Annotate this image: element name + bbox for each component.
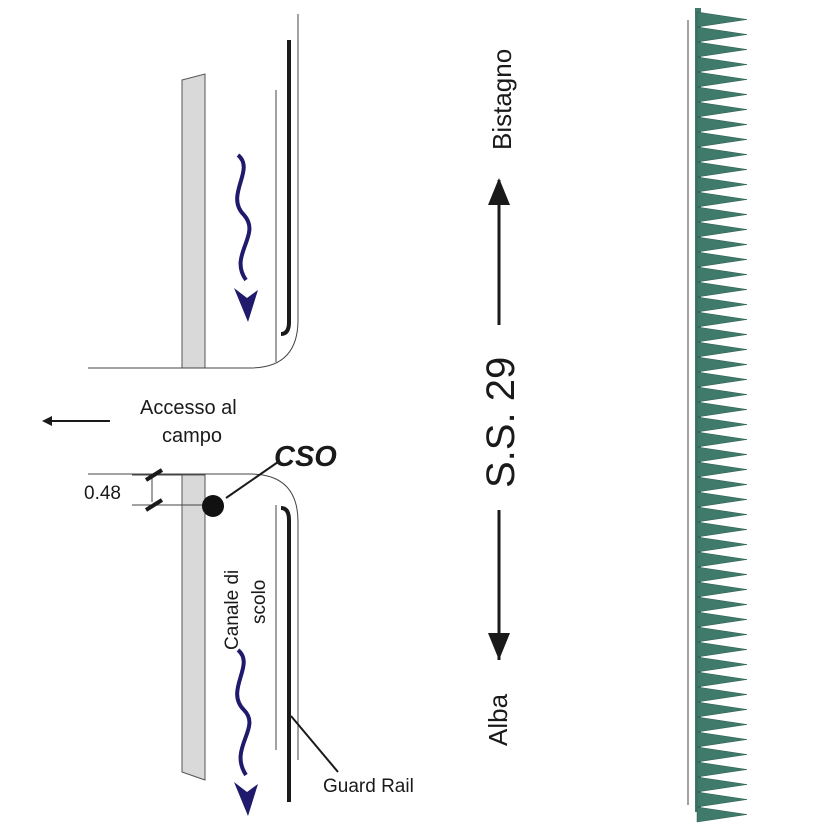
south-arrow-head — [488, 633, 510, 660]
hedge-spike — [696, 86, 748, 103]
hedge-spike — [696, 446, 748, 463]
flow-arrow-lower-head — [234, 782, 258, 816]
access-label-line2: campo — [162, 425, 222, 447]
pavement-strip-upper — [181, 73, 206, 369]
hedge-spike — [696, 716, 748, 733]
hedge-spike — [696, 371, 748, 388]
hedge-spike — [696, 431, 748, 448]
hedge-spike — [696, 656, 748, 673]
hedge-spike — [696, 116, 748, 133]
hedge-spike — [696, 626, 748, 643]
hedge-spike — [696, 356, 748, 373]
dimension-label: 0.48 — [84, 483, 121, 504]
hedge-spike — [696, 26, 748, 43]
hedge-spike — [696, 611, 748, 628]
hedge-spike — [696, 221, 748, 238]
hedge-spike — [696, 536, 748, 553]
hedge-spike — [696, 236, 748, 253]
hedge-spike — [696, 416, 748, 433]
hedge-spike — [696, 266, 748, 283]
hedge-spike — [696, 341, 748, 358]
canal-label-line2: scolo — [249, 580, 270, 624]
hedge-spike — [696, 641, 748, 658]
dimension-tick-bottom — [144, 498, 164, 512]
access-label-line1: Accesso al — [140, 397, 237, 419]
hedge-spike — [696, 506, 748, 523]
cso-label: CSO — [274, 441, 337, 473]
hedge-spike — [696, 326, 748, 343]
south-destination: Alba — [483, 693, 513, 746]
hedge-spike — [696, 791, 748, 808]
guard-rail-lower — [280, 506, 291, 802]
hedge-spike — [696, 176, 748, 193]
hedge-spike — [696, 146, 748, 163]
hedge-spike — [696, 776, 748, 793]
hedge-spike — [696, 251, 748, 268]
hedge-spike — [696, 746, 748, 763]
hedge-spike — [696, 41, 748, 58]
guard-rail-upper — [280, 40, 291, 336]
dimension-tick-top — [144, 468, 164, 482]
road-edge-upper — [88, 14, 299, 369]
hedge-spike — [696, 761, 748, 778]
hedge-spike — [696, 281, 748, 298]
hedge-spike — [696, 296, 748, 313]
cso-point — [202, 495, 224, 517]
hedge-spike — [696, 71, 748, 88]
flow-arrow-upper-head — [234, 288, 258, 322]
hedge-row — [695, 8, 748, 823]
hedge-spike — [696, 806, 748, 823]
hedge-spike — [696, 311, 748, 328]
hedge-spike — [696, 476, 748, 493]
hedge-spike — [696, 731, 748, 748]
pavement-strip-lower — [181, 474, 206, 781]
north-destination: Bistagno — [487, 49, 517, 150]
hedge-spike — [696, 401, 748, 418]
hedge-spike — [696, 101, 748, 118]
road-label: S.S. 29 — [479, 357, 523, 488]
hedge-spike — [696, 161, 748, 178]
hedge-spike — [696, 191, 748, 208]
flow-arrow-upper — [235, 153, 252, 282]
hedge-spike — [696, 686, 748, 703]
hedge-spike — [696, 461, 748, 478]
road-edge-lower — [88, 473, 299, 760]
cso-leader — [225, 461, 279, 499]
hedge-spike — [696, 566, 748, 583]
hedge-spike — [696, 206, 748, 223]
north-arrow-head — [488, 178, 510, 205]
canal-label-line1: Canale di — [222, 570, 243, 650]
hedge-spike — [696, 521, 748, 538]
hedge-spike — [696, 581, 748, 598]
guard-rail-leader — [290, 715, 339, 773]
guard-rail-label: Guard Rail — [323, 776, 414, 797]
hedge-spike — [696, 56, 748, 73]
hedge-spike — [696, 596, 748, 613]
hedge-spike — [696, 131, 748, 148]
hedge-spike — [696, 551, 748, 568]
hedge-spike — [696, 386, 748, 403]
hedge-spike — [696, 701, 748, 718]
flow-arrow-lower — [235, 648, 252, 777]
hedge-spike — [696, 491, 748, 508]
hedge-spike — [696, 671, 748, 688]
hedge-spike — [696, 11, 748, 28]
